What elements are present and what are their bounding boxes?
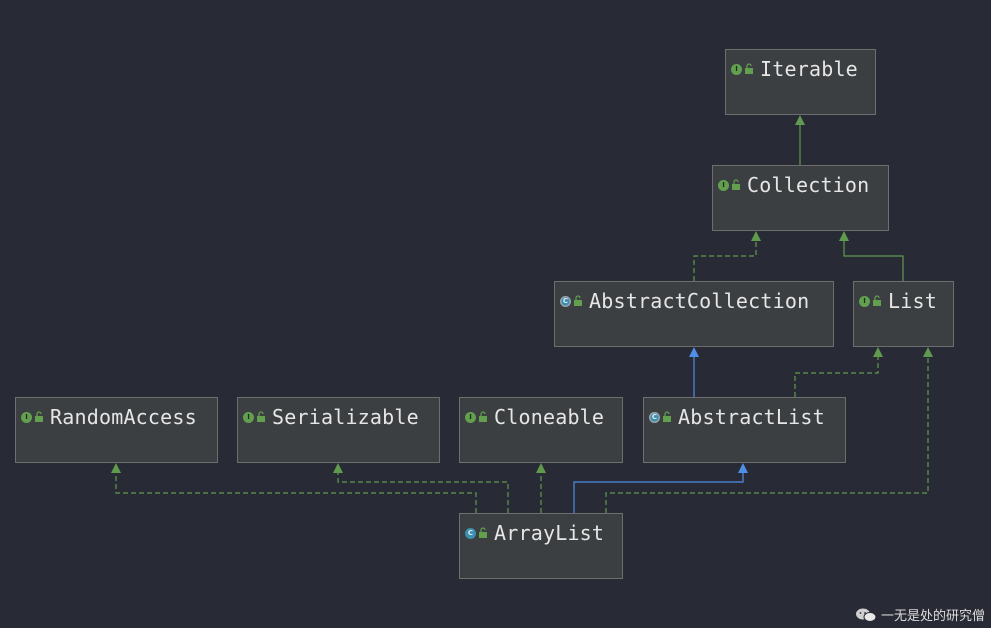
node-serializable[interactable]: I Serializable <box>237 397 440 463</box>
lock-open-icon <box>873 295 881 306</box>
edge-abstractlist-list <box>794 347 883 397</box>
lock-open-icon <box>479 411 487 422</box>
node-label: Collection <box>747 173 870 197</box>
edge-abstractlist-abstractcollection <box>689 347 699 397</box>
edge-arraylist-serializable <box>333 463 509 513</box>
class-icon: C <box>465 527 476 539</box>
node-label: AbstractCollection <box>589 289 810 313</box>
node-abstract-collection[interactable]: C AbstractCollection <box>554 281 834 347</box>
lock-open-icon <box>479 527 487 538</box>
node-random-access[interactable]: I RandomAccess <box>15 397 218 463</box>
edge-arraylist-randomaccess <box>111 463 477 513</box>
interface-icon: I <box>465 411 476 423</box>
node-collection[interactable]: I Collection <box>712 165 889 231</box>
watermark-text: 一无是处的研究僧 <box>880 609 985 624</box>
edge-arraylist-cloneable <box>536 463 546 513</box>
node-label: Iterable <box>760 57 858 81</box>
edge-list-collection <box>839 231 904 281</box>
interface-icon: I <box>731 63 742 75</box>
node-iterable[interactable]: I Iterable <box>725 49 876 115</box>
lock-open-icon <box>574 295 582 306</box>
edge-arraylist-list <box>605 347 933 513</box>
node-label: List <box>888 289 937 313</box>
interface-icon: I <box>243 411 254 423</box>
node-abstract-list[interactable]: C AbstractList <box>643 397 846 463</box>
lock-open-icon <box>35 411 43 422</box>
abstract-class-icon: C <box>560 295 571 307</box>
interface-icon: I <box>859 295 870 307</box>
node-array-list[interactable]: C ArrayList <box>459 513 623 579</box>
node-list[interactable]: I List <box>853 281 954 347</box>
wechat-icon <box>855 608 877 622</box>
node-label: Cloneable <box>494 405 605 429</box>
edge-collection-iterable <box>795 115 805 165</box>
lock-open-icon <box>663 411 671 422</box>
node-label: RandomAccess <box>50 405 197 429</box>
node-label: Serializable <box>272 405 419 429</box>
abstract-class-icon: C <box>649 411 660 423</box>
node-label: ArrayList <box>494 521 605 545</box>
edge-abstractcollection-collection <box>693 231 761 281</box>
interface-icon: I <box>718 179 729 191</box>
lock-open-icon <box>732 179 740 190</box>
node-cloneable[interactable]: I Cloneable <box>459 397 623 463</box>
edge-arraylist-abstractlist <box>573 463 748 513</box>
node-label: AbstractList <box>678 405 825 429</box>
lock-open-icon <box>745 63 753 74</box>
lock-open-icon <box>257 411 265 422</box>
watermark: 一无是处的研究僧 <box>855 605 985 624</box>
interface-icon: I <box>21 411 32 423</box>
